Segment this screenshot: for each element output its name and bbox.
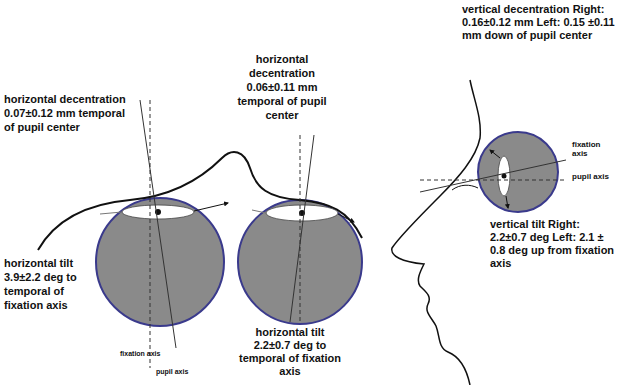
face-contour [38,152,362,250]
eyelid [452,185,478,190]
fixation-axis-line [420,160,566,192]
tilt-note: horizontal tilt 2.2±0.7 deg to temporal … [238,326,342,378]
iol-lens [498,156,510,196]
axis-label: fixation axis [572,140,612,158]
decentration-arrow [506,196,508,208]
haptic-arrow [338,214,354,222]
decentration-note: horizontal decentration 0.06±0.11 mm tem… [232,52,332,122]
tilt-arrow [490,150,500,158]
fixation-axis-line [290,135,314,322]
axis-label: pupil axis [572,172,612,181]
eye-globe [96,198,224,326]
eye-globe [478,132,558,212]
decentration-note: horizontal decentration 0.07±0.12 mm tem… [4,92,138,134]
pupil-axis-line [300,135,301,322]
iol-lens [266,205,338,221]
tilt-note: vertical tilt Right: 2.2±0.7 deg Left: 2… [490,218,618,270]
pupil-axis-line [150,100,151,368]
tilt-note: horizontal tilt 3.9±2.2 deg to temporal … [4,256,96,312]
fixation-axis-line [140,100,176,348]
iol-lens [122,205,194,219]
pupil-axis-line [420,180,566,181]
haptic-arrow [194,203,228,211]
haptic [252,210,266,213]
axis-label: pupil axis [156,368,216,376]
face-profile [392,80,481,385]
axis-label: fixation axis [120,350,190,358]
haptic [100,212,122,214]
decentration-note: vertical decentration Right: 0.16±0.12 m… [462,3,618,42]
